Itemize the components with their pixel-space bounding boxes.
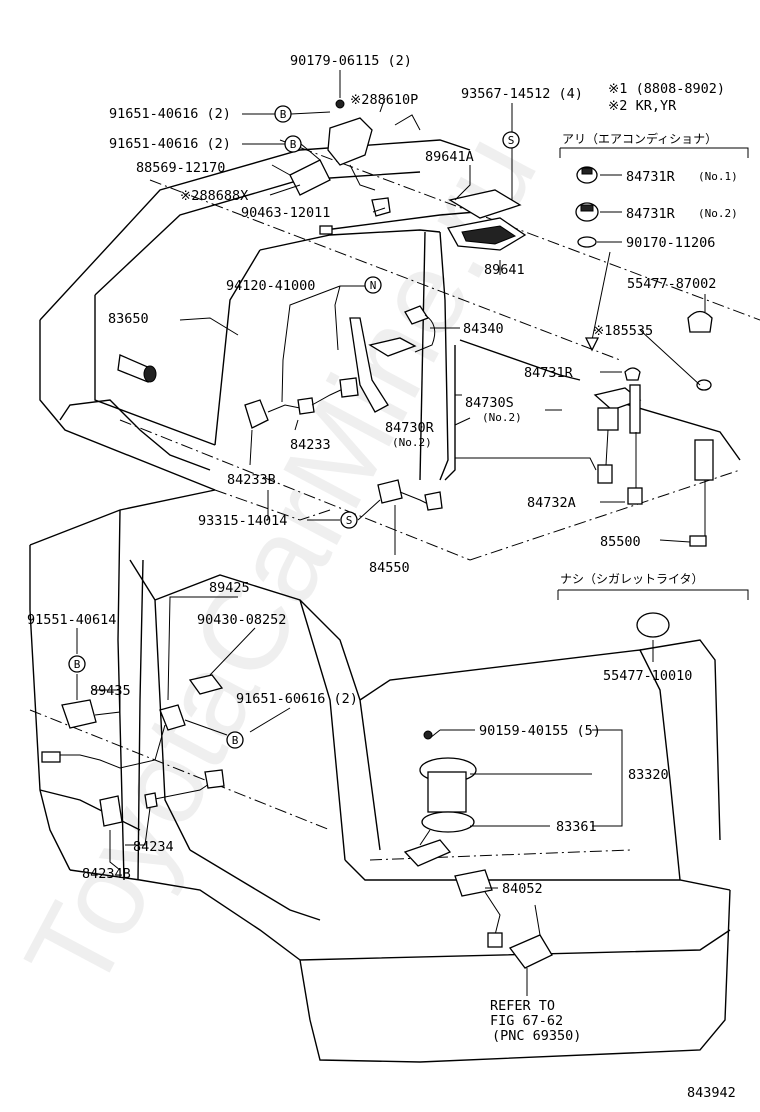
symbol-b-circle xyxy=(226,731,244,749)
part-label: (No.2) xyxy=(392,436,432,449)
part-label: 91551-40614 xyxy=(27,612,116,628)
symbol-b-circle xyxy=(68,655,86,673)
part-label: 89435 xyxy=(90,683,131,699)
part-label: ※288688X xyxy=(180,188,248,204)
part-label: 90159-40155 (5) xyxy=(479,723,601,739)
part-label: 90463-12011 xyxy=(241,205,330,221)
symbol-s: S xyxy=(508,134,515,147)
part-label: ※288610P xyxy=(350,92,418,108)
part-label: 84234B xyxy=(82,866,131,882)
part-label: 91651-60616 (2) xyxy=(236,691,358,707)
refer-line-2: FIG 67-62 xyxy=(490,1013,563,1029)
part-label: 90170-11206 xyxy=(626,235,715,251)
part-label: 88569-12170 xyxy=(136,160,225,176)
symbol-b: B xyxy=(280,108,287,121)
symbol-s-circle xyxy=(340,511,358,529)
option-without-lighter: ナシ（シガレットライタ） xyxy=(560,572,704,586)
part-label: 85500 xyxy=(600,534,641,550)
part-label: 84731R xyxy=(626,206,676,222)
part-label: 55477-10010 xyxy=(603,668,692,684)
lighter-connector xyxy=(597,464,613,484)
vehicle-body-outline xyxy=(29,139,760,1063)
part-label: 93567-14512 (4) xyxy=(461,86,583,102)
part-labels: 90179-06115 (2) 91651-40616 (2) ※288610P… xyxy=(27,53,738,897)
part-label: 84731R xyxy=(524,365,574,381)
part-label: 89425 xyxy=(209,580,250,596)
refer-line-1: REFER TO xyxy=(490,998,555,1014)
figure-number: 843942 xyxy=(687,1085,736,1101)
part-label: 84052 xyxy=(502,881,543,897)
part-label: 84730S xyxy=(465,395,514,411)
part-label: 84731R xyxy=(626,169,676,185)
symbol-n-circle xyxy=(364,276,382,294)
gauge-sender-assy xyxy=(403,730,477,867)
switch-84052 xyxy=(454,869,493,897)
harness-clamp xyxy=(508,934,553,969)
part-label: 83650 xyxy=(108,311,149,327)
connector-84732a xyxy=(627,487,643,505)
switch-84233 xyxy=(244,399,269,429)
gasket-90430 xyxy=(188,674,224,695)
part-label: 84550 xyxy=(369,560,410,576)
switch-84234 xyxy=(99,795,123,827)
part-label: 93315-14014 xyxy=(198,513,287,529)
harness-connector xyxy=(319,225,333,235)
bracket-89435 xyxy=(61,699,97,729)
symbol-b: B xyxy=(74,658,81,671)
sensor-89425 xyxy=(159,704,186,731)
footnote-2: ※2 KR,YR xyxy=(608,98,677,114)
courtesy-bracket xyxy=(349,317,389,413)
part-label: ※185535 xyxy=(593,323,653,339)
switch-84550 xyxy=(377,479,403,504)
symbol-s: S xyxy=(346,514,353,527)
symbol-b: B xyxy=(232,734,239,747)
part-label: 90430-08252 xyxy=(197,612,286,628)
cap-part xyxy=(687,310,713,333)
part-label: 89641A xyxy=(425,149,474,165)
option-with-ac: アリ（エアコンディショナ） xyxy=(562,131,717,146)
symbol-s-circle xyxy=(502,131,520,149)
part-label: 83320 xyxy=(628,767,669,783)
part-label: 90179-06115 (2) xyxy=(290,53,412,69)
room-lamp-base xyxy=(448,189,522,219)
part-label: 55477-87002 xyxy=(627,276,716,292)
part-label: 89641 xyxy=(484,262,525,278)
part-label: 83361 xyxy=(556,819,597,835)
part-label: 91651-40616 (2) xyxy=(109,106,231,122)
symbol-n: N xyxy=(370,279,377,292)
part-label: 84732A xyxy=(527,495,576,511)
hinge-bracket xyxy=(289,99,376,196)
plug-55477 xyxy=(636,612,670,638)
leader-lines xyxy=(76,70,749,996)
washer-part xyxy=(577,236,597,248)
lighter-body xyxy=(694,439,714,481)
refer-line-3: (PNC 69350) xyxy=(492,1028,581,1044)
part-label: 94120-41000 xyxy=(226,278,315,294)
part-label: 84234 xyxy=(133,839,174,855)
part-label: 91651-40616 (2) xyxy=(109,136,231,152)
bulb-83650 xyxy=(117,354,157,383)
footnote-1: ※1 (8808-8902) xyxy=(608,81,725,97)
symbol-b: B xyxy=(290,138,297,151)
part-label: (No.2) xyxy=(698,207,738,220)
symbols: B B S N S B B xyxy=(68,105,520,749)
part-label: 84233 xyxy=(290,437,331,453)
part-label: 84340 xyxy=(463,321,504,337)
part-label: (No.1) xyxy=(698,170,738,183)
switch-84340 xyxy=(404,305,429,325)
part-label: 84233B xyxy=(227,472,276,488)
clamp-part xyxy=(371,197,391,217)
part-drawings xyxy=(41,99,714,969)
part-label: (No.2) xyxy=(482,411,522,424)
part-label: 84730R xyxy=(385,420,435,436)
